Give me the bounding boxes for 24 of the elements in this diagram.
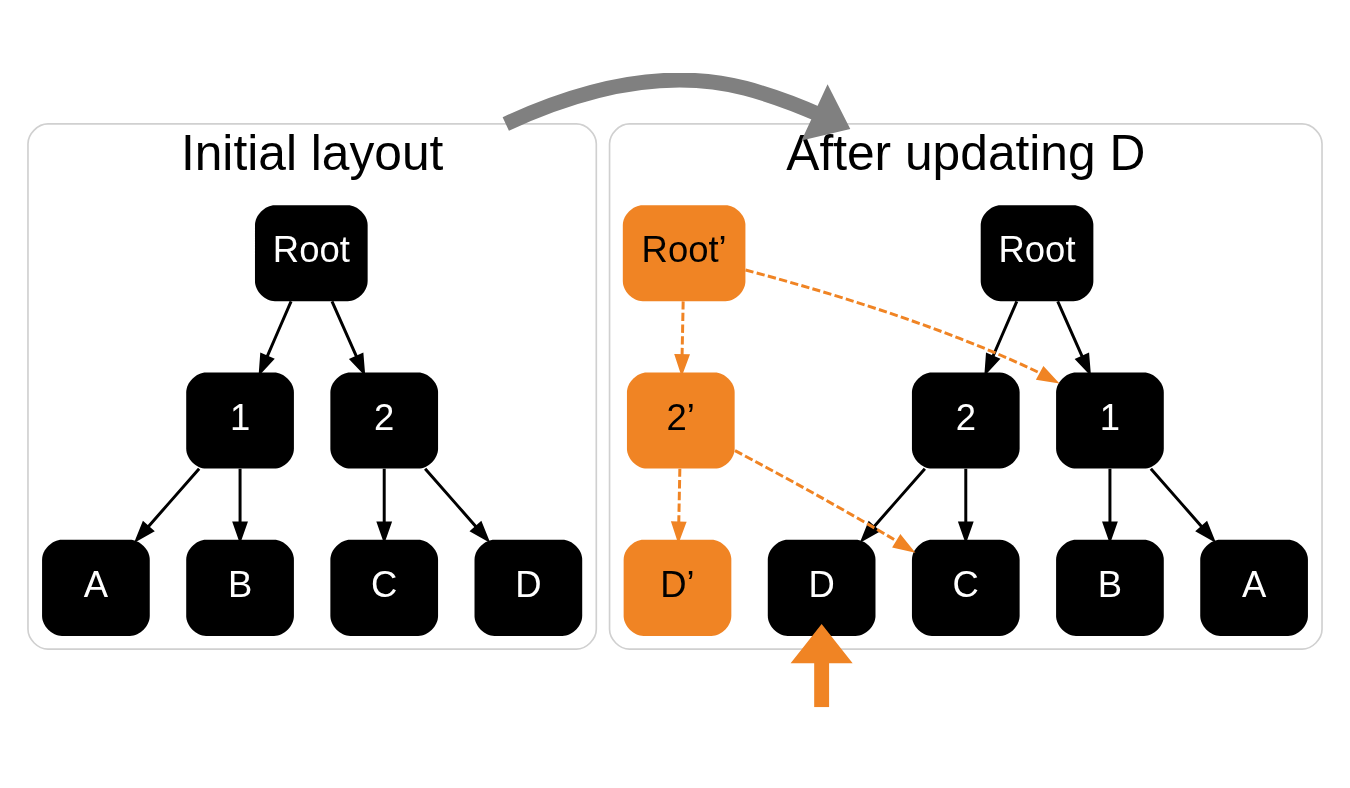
- node-box: 2: [330, 372, 439, 469]
- arrow: [424, 467, 491, 543]
- node-box: A: [1200, 539, 1308, 636]
- node-box: 2: [911, 372, 1020, 469]
- arrow: [790, 624, 853, 708]
- node-box: 1: [186, 372, 294, 469]
- node-box: Root’: [622, 205, 746, 302]
- node-box: 1: [1056, 372, 1164, 469]
- node-box: 2’: [626, 372, 735, 469]
- node-box: Root: [980, 205, 1094, 302]
- arrow: [745, 268, 1060, 384]
- node-box: A: [42, 539, 150, 636]
- node-box: Root: [255, 205, 368, 302]
- arrow: [1149, 467, 1217, 543]
- arrow: [502, 73, 851, 141]
- node-box: B: [186, 539, 294, 636]
- arrow: [133, 467, 201, 543]
- node-box: C: [911, 539, 1020, 636]
- node-box: B: [1056, 539, 1164, 636]
- arrow: [734, 449, 916, 553]
- node-box: C: [330, 539, 439, 636]
- node-box: D: [767, 539, 876, 636]
- node-box: D’: [623, 539, 732, 636]
- node-box: D: [474, 539, 583, 636]
